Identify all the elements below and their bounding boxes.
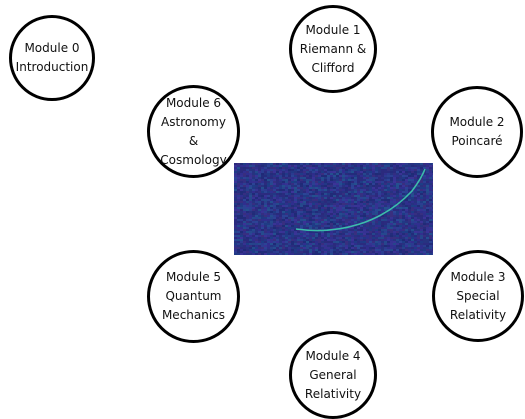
module-2-topic: Poincaré (451, 134, 503, 148)
module-0-topic: Introduction (15, 60, 89, 74)
module-4-circle: Module 4 General Relativity (289, 331, 377, 419)
module-5-topic-line-1: Quantum (165, 289, 222, 303)
module-1-topic-line-1: Riemann & (299, 41, 367, 56)
module-2-title: Module 2 (449, 115, 505, 129)
module-5-title: Module 5 (165, 270, 222, 284)
module-6-circle: Module 6 Astronomy & Cosmology (147, 85, 240, 178)
module-4-topic-line-2: Relativity (304, 386, 362, 401)
module-2-circle: Module 2 Poincaré (431, 86, 523, 178)
module-5-topic-line-2: Mechanics (161, 308, 226, 322)
module-0-circle: Module 0 Introduction (9, 15, 95, 101)
module-1-circle: Module 1 Riemann & Clifford (289, 5, 377, 93)
module-5-circle: Module 5 Quantum Mechanics (147, 250, 240, 343)
module-1-title: Module 1 (305, 22, 361, 37)
module-6-topic-line-1: Astronomy (161, 114, 226, 129)
chirp-track (295, 168, 426, 232)
module-4-title: Module 4 (305, 348, 361, 363)
module-4-topic-line-1: General (309, 367, 357, 382)
module-0-title: Module 0 (24, 41, 80, 55)
module-6-topic-line-2: & (188, 133, 199, 148)
module-3-topic-line-2: Relativity (449, 307, 507, 322)
module-3-topic-line-1: Special (456, 288, 500, 303)
module-3-circle: Module 3 Special Relativity (432, 250, 524, 342)
spectrogram-image (234, 163, 433, 255)
module-6-topic-line-3: Cosmology (160, 152, 227, 167)
module-6-title: Module 6 (165, 95, 222, 110)
module-1-topic-line-2: Clifford (311, 60, 355, 75)
spectrogram-noise (234, 163, 433, 255)
module-3-title: Module 3 (450, 269, 506, 284)
